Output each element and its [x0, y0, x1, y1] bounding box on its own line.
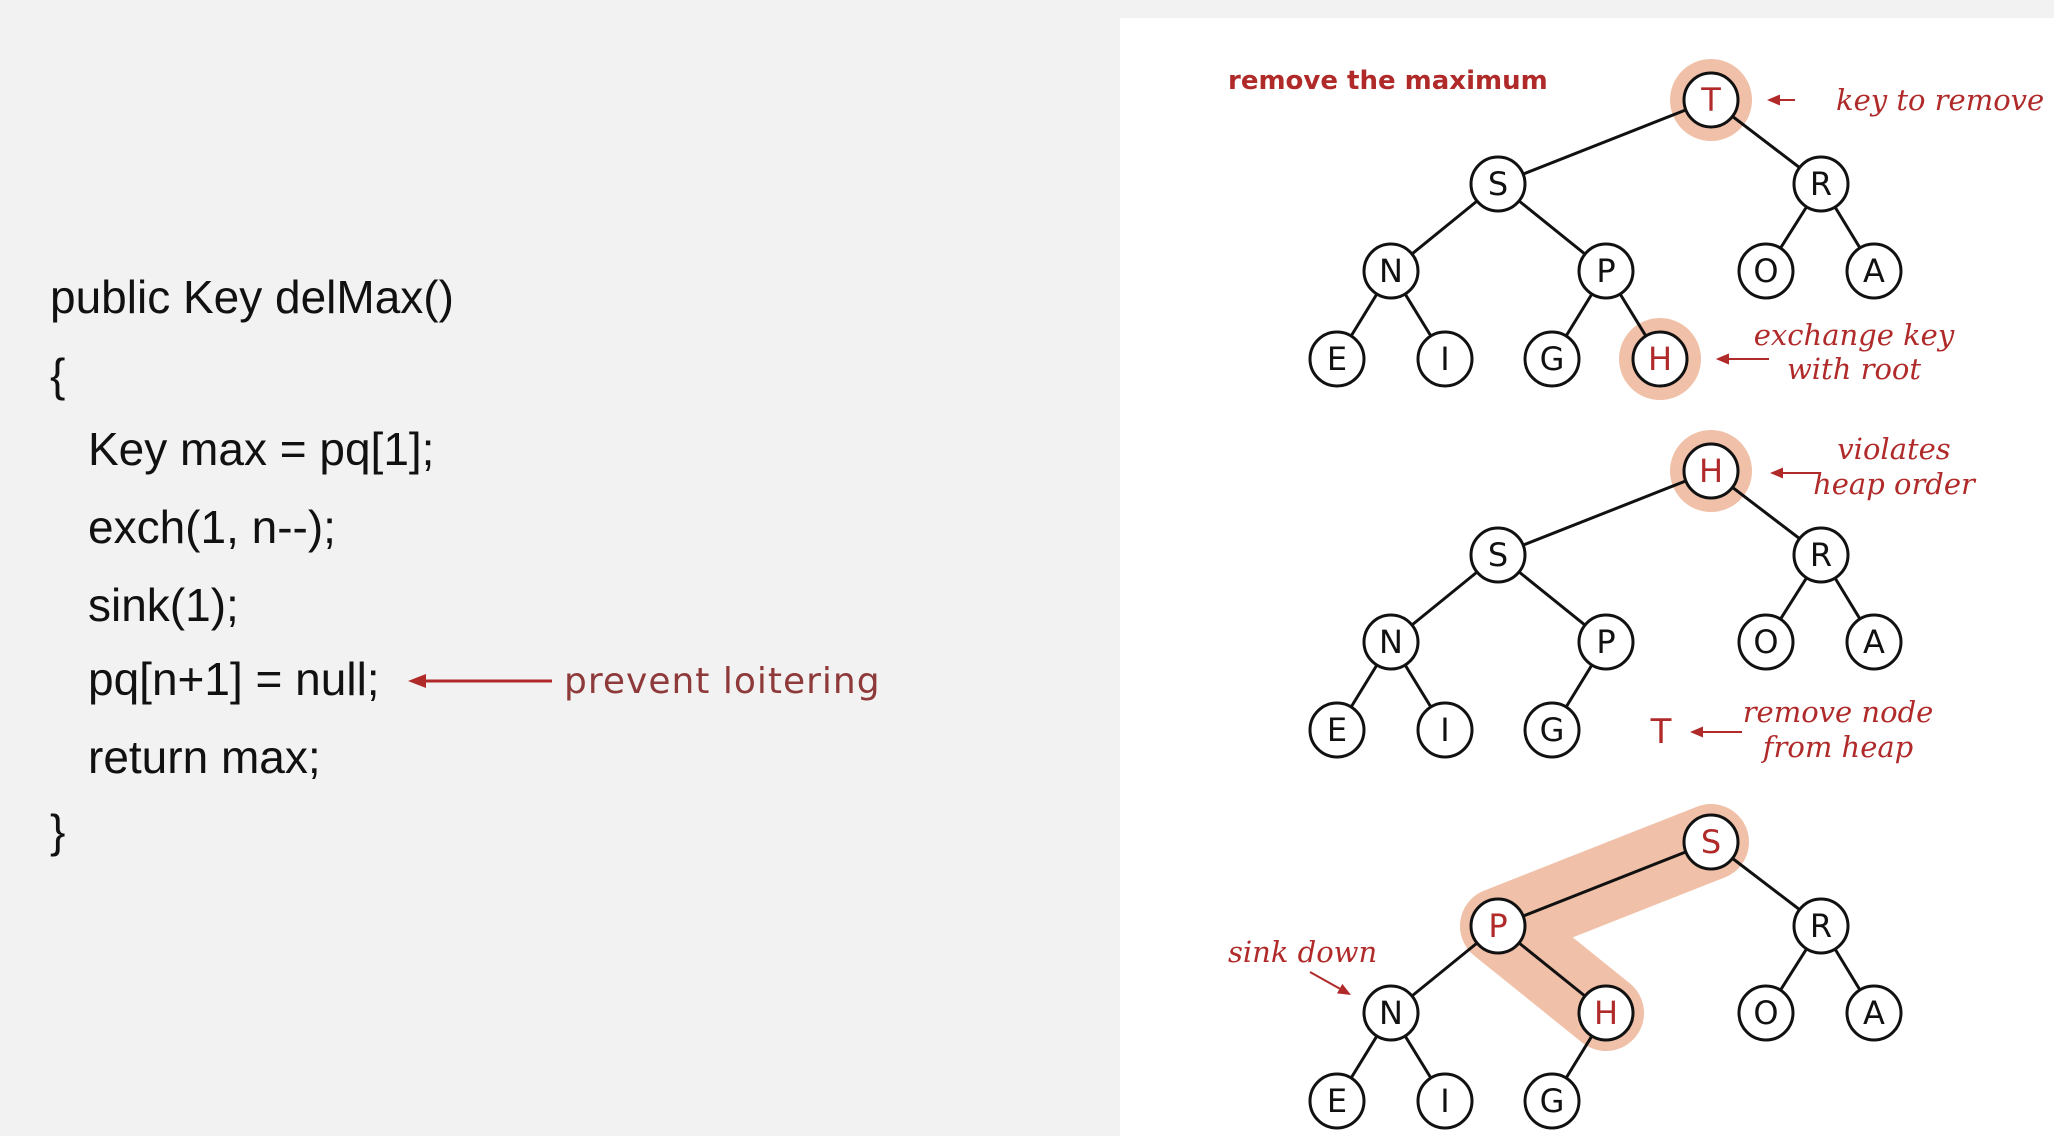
node-key: N [1379, 623, 1403, 661]
node-key: I [1440, 711, 1449, 749]
node-key: A [1863, 994, 1885, 1032]
heap-node: P [1577, 613, 1635, 671]
node-key: O [1753, 252, 1778, 290]
node-key: E [1327, 711, 1347, 749]
node-key: T [1700, 81, 1721, 119]
node-key: P [1596, 623, 1615, 661]
heap-node: N [1362, 984, 1420, 1042]
node-key: G [1540, 1082, 1565, 1120]
annotation-exchange: exchange key [1754, 318, 1955, 352]
tree-edge [1497, 840, 1712, 928]
node-key: G [1540, 711, 1565, 749]
node-key: H [1648, 340, 1672, 378]
heap-node: T [1682, 71, 1740, 129]
node-key: R [1810, 536, 1832, 574]
annotation-sink-down: sink down [1228, 935, 1377, 969]
heap-node: R [1792, 526, 1850, 584]
annotation-key-to-remove: key to remove [1836, 83, 2044, 117]
node-key: P [1488, 907, 1507, 945]
down-arrow-icon [1309, 971, 1351, 995]
code-line: sink(1); [88, 579, 239, 631]
diagram-title: remove the maximum [1228, 66, 1548, 96]
heap-node: A [1845, 613, 1903, 671]
node-key: A [1863, 623, 1885, 661]
code-line: pq[n+1] = null; [88, 653, 380, 705]
code-line: return max; [88, 731, 321, 783]
left-arrow-icon [1716, 353, 1769, 365]
node-key: R [1810, 165, 1832, 203]
code-line: } [50, 805, 66, 857]
heap-node: I [1416, 701, 1474, 759]
node-key: H [1594, 994, 1618, 1032]
left-arrow-icon [1770, 467, 1820, 479]
heap-node: G [1523, 1072, 1581, 1130]
heap-node: R [1792, 155, 1850, 213]
heap-node: I [1416, 330, 1474, 388]
node-key: I [1440, 340, 1449, 378]
code-annotation: prevent loitering [408, 656, 881, 706]
removed-key: T [1650, 712, 1672, 752]
heap-node: G [1523, 701, 1581, 759]
node-key: N [1379, 994, 1403, 1032]
node-key: S [1488, 536, 1508, 574]
annotation-exchange: with root [1787, 352, 1921, 386]
code-line: { [50, 349, 66, 401]
annotation-violates: heap order [1813, 467, 1977, 501]
code-line: Key max = pq[1]; [88, 423, 435, 475]
heap-node: S [1469, 526, 1527, 584]
left-arrow-icon [408, 674, 552, 688]
tree-edge [1497, 98, 1712, 186]
node-key: O [1753, 623, 1778, 661]
node-key: H [1699, 452, 1723, 490]
heap-node: G [1523, 330, 1581, 388]
heap-node: P [1469, 897, 1527, 955]
heap-node: A [1845, 242, 1903, 300]
heap-node: I [1416, 1072, 1474, 1130]
heap-node: H [1682, 442, 1740, 500]
heap-node: H [1577, 984, 1635, 1042]
annotation-text: prevent loitering [564, 660, 881, 702]
heap-node: N [1362, 613, 1420, 671]
tree-edge [1497, 469, 1712, 557]
annotation-remove-node: remove node [1743, 695, 1934, 729]
node-key: S [1701, 823, 1721, 861]
heap-node: N [1362, 242, 1420, 300]
heap-node: O [1737, 613, 1795, 671]
heap-node: R [1792, 897, 1850, 955]
node-key: E [1327, 1082, 1347, 1120]
left-arrow-icon [1690, 726, 1742, 738]
node-key: I [1440, 1082, 1449, 1120]
heap-node: O [1737, 242, 1795, 300]
node-key: P [1596, 252, 1615, 290]
node-key: E [1327, 340, 1347, 378]
heap-node: E [1308, 701, 1366, 759]
heap-node: S [1469, 155, 1527, 213]
heap-node: H [1631, 330, 1689, 388]
node-key: O [1753, 994, 1778, 1032]
annotation-remove-node: from heap [1761, 730, 1913, 764]
heap-node: S [1682, 813, 1740, 871]
node-key: G [1540, 340, 1565, 378]
left-arrow-icon [1767, 94, 1795, 106]
heap-node: O [1737, 984, 1795, 1042]
node-key: R [1810, 907, 1832, 945]
heap-node: E [1308, 1072, 1366, 1130]
node-key: S [1488, 165, 1508, 203]
code-line: exch(1, n--); [88, 501, 336, 553]
node-key: A [1863, 252, 1885, 290]
annotation-violates: violates [1837, 432, 1950, 466]
heap-node: A [1845, 984, 1903, 1042]
code-panel: public Key delMax() { Key max = pq[1]; e… [50, 271, 881, 857]
node-key: N [1379, 252, 1403, 290]
heap-node: E [1308, 330, 1366, 388]
code-line: public Key delMax() [50, 271, 454, 323]
heap-node: P [1577, 242, 1635, 300]
